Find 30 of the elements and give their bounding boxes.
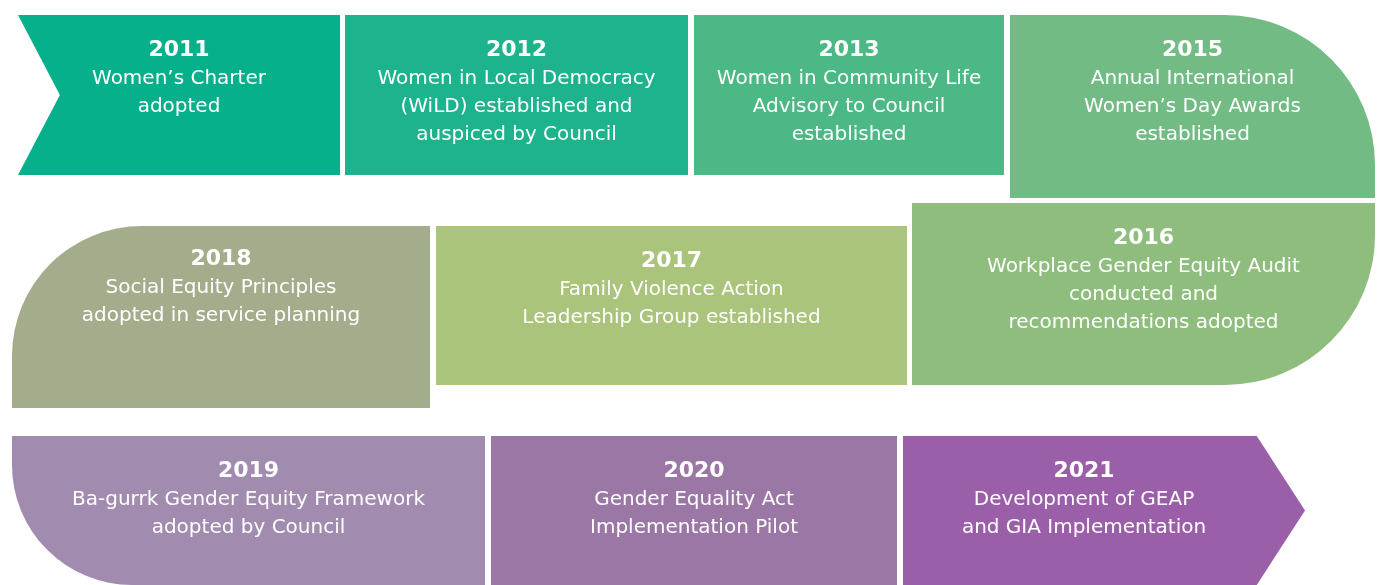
- year-label: 2016: [1112, 223, 1175, 251]
- timeline-segment: [436, 226, 907, 385]
- year-label: 2013: [818, 35, 880, 63]
- milestone-text: Annual International Women’s Day Awards established: [1083, 64, 1302, 147]
- year-label: 2019: [217, 456, 280, 484]
- timeline-segment: [12, 436, 485, 585]
- timeline-segment: [912, 203, 1375, 385]
- milestone-text: Workplace Gender Equity Audit conducted and recommendations adopted: [986, 252, 1301, 335]
- year-label: 2021: [1053, 456, 1115, 484]
- year-label: 2017: [640, 246, 703, 274]
- milestone-text: Women in Local Democracy (WiLD) established and auspiced by Council: [376, 64, 657, 147]
- year-label: 2018: [190, 244, 252, 272]
- milestone-text: Ba-gurrk Gender Equity Framework adopted by Council: [71, 485, 426, 540]
- timeline-segment: [1010, 15, 1375, 198]
- timeline-segment: [18, 15, 340, 175]
- year-label: 2020: [663, 456, 725, 484]
- milestone-text: Development of GEAP and GIA Implementation: [960, 485, 1208, 540]
- year-label: 2015: [1161, 35, 1224, 63]
- milestone-text: Women in Community Life Advisory to Council established: [715, 64, 983, 147]
- timeline-segment: [491, 436, 897, 585]
- timeline-segment: [345, 15, 688, 175]
- milestone-text: Family Violence Action Leadership Group established: [521, 275, 822, 330]
- timeline-segment: [694, 15, 1004, 175]
- timeline-segment: [903, 436, 1305, 585]
- year-label: 2011: [148, 35, 210, 63]
- milestone-text: Gender Equality Act Implementation Pilot: [589, 485, 799, 540]
- milestone-text: Women’s Charter adopted: [91, 64, 267, 119]
- milestone-text: Social Equity Principles adopted in service planning: [80, 273, 362, 328]
- year-label: 2012: [485, 35, 548, 63]
- timeline-segment: [12, 226, 430, 408]
